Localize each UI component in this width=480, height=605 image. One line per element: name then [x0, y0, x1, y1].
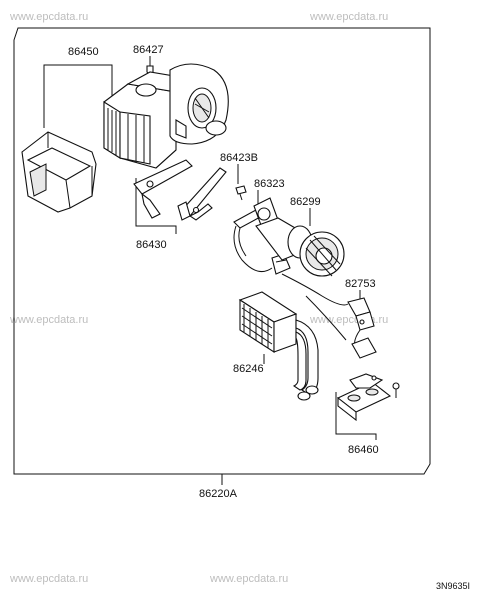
leader-86450: [43, 64, 113, 128]
screw-86423b: [235, 185, 247, 201]
heater-core-86246: [238, 291, 319, 401]
leader-86460: [335, 392, 377, 440]
label-86460[interactable]: 86460: [348, 444, 379, 456]
duct-shroud-86450: [21, 131, 97, 213]
label-86246[interactable]: 86246: [233, 363, 264, 375]
watermark: www.epcdata.ru: [9, 11, 88, 23]
bracket-86430: [133, 159, 227, 221]
label-86323[interactable]: 86323: [254, 178, 285, 190]
assembly-frame: [13, 27, 431, 475]
label-86427[interactable]: 86427: [133, 44, 164, 56]
connector-82753: [281, 273, 377, 359]
label-86423b[interactable]: 86423B: [220, 152, 258, 164]
blower-housing: [103, 63, 229, 169]
watermark: www.epcdata.ru: [9, 573, 88, 585]
label-86299[interactable]: 86299: [290, 196, 321, 208]
clamp-86460: [336, 373, 400, 422]
watermark: www.epcdata.ru: [209, 573, 288, 585]
watermark: www.epcdata.ru: [309, 314, 388, 326]
watermark: www.epcdata.ru: [309, 11, 388, 23]
blower-fan-86299: [255, 217, 345, 277]
label-86430[interactable]: 86430: [136, 239, 167, 251]
label-82753[interactable]: 82753: [345, 278, 376, 290]
watermark: www.epcdata.ru: [9, 314, 88, 326]
label-86220a[interactable]: 86220A: [199, 488, 238, 500]
diagram-code: 3N9635I: [436, 581, 470, 591]
leader-86430: [135, 178, 177, 234]
label-86450[interactable]: 86450: [68, 46, 99, 58]
